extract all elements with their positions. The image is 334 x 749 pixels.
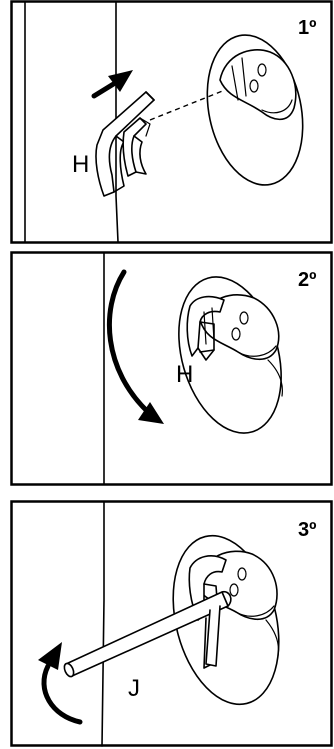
panel-2: H 2º [12, 253, 332, 485]
step-number-3: 3º [298, 519, 316, 541]
part-label-h: H [72, 151, 89, 178]
panel-3: J 3º [12, 502, 332, 747]
panel-1: H 1º [12, 2, 332, 243]
part-label-j: J [128, 675, 140, 702]
panel-2-frame [12, 253, 332, 485]
step-number-1: 1º [298, 17, 316, 39]
step-number-2: 2º [298, 269, 316, 291]
part-label-h: H [176, 361, 193, 388]
